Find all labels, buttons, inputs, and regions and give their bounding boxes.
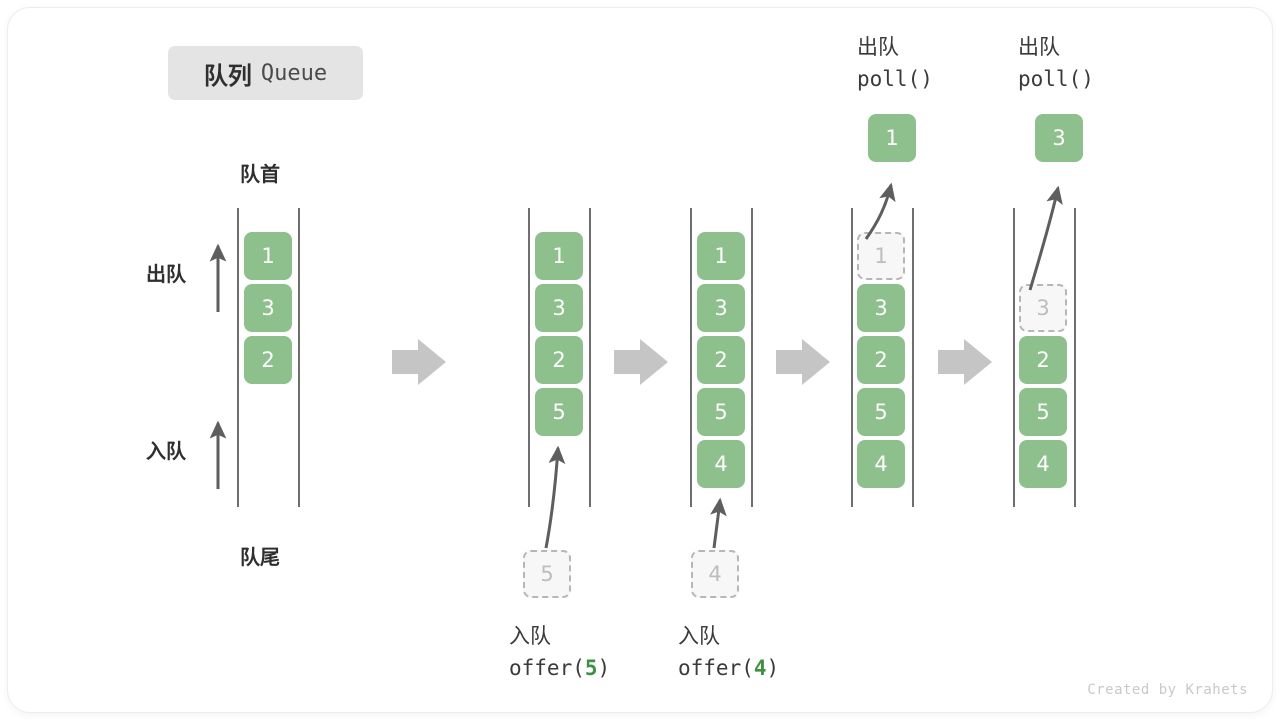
- queue-rail-left-4: [851, 208, 853, 507]
- queue-cell: 5: [857, 388, 905, 436]
- rear-label: 队尾: [240, 545, 280, 569]
- queue-cell: 3: [697, 284, 745, 332]
- title-en: Queue: [260, 60, 328, 86]
- queue-cell: 2: [857, 336, 905, 384]
- queue-rail-right-1: [298, 208, 300, 507]
- footer-credit: Created by Krahets: [1087, 682, 1248, 698]
- queue-rail-right-3: [751, 208, 753, 507]
- queue-rail-right-4: [912, 208, 914, 507]
- queue-cell: 1: [535, 232, 583, 280]
- queue-cell: 1: [244, 232, 292, 280]
- queue-cell: 2: [1019, 336, 1067, 384]
- caption-arg: 5: [584, 656, 598, 680]
- queue-cell: 3: [857, 284, 905, 332]
- queue-rail-left-1: [237, 208, 239, 507]
- stage-caption-code: poll(): [1018, 67, 1094, 91]
- incoming-element-ghost: 5: [523, 550, 571, 598]
- caption-arg: 4: [753, 656, 767, 680]
- queue-rail-left-5: [1013, 208, 1015, 507]
- front-label: 队首: [240, 162, 280, 186]
- stage-caption-code: offer(5): [509, 656, 611, 680]
- queue-cell: 2: [535, 336, 583, 384]
- queue-cell-removed: 3: [1019, 284, 1067, 332]
- dequeue-label: 出队: [146, 262, 186, 286]
- stage-caption-code: poll(): [857, 67, 933, 91]
- queue-cell: 3: [535, 284, 583, 332]
- diagram-card: [8, 8, 1272, 712]
- queue-cell-new: 4: [697, 440, 745, 488]
- stage-caption-code: offer(4): [678, 656, 780, 680]
- title-cn: 队列: [203, 61, 252, 90]
- queue-cell: 5: [697, 388, 745, 436]
- incoming-element-ghost: 4: [691, 550, 739, 598]
- enqueue-label: 入队: [146, 439, 186, 463]
- queue-cell: 2: [697, 336, 745, 384]
- popped-element: 1: [868, 114, 916, 162]
- stage-caption-cn: 入队: [509, 624, 551, 648]
- queue-rail-right-2: [589, 208, 591, 507]
- queue-rail-left-2: [528, 208, 530, 507]
- queue-cell-new: 5: [535, 388, 583, 436]
- stage-caption-cn: 出队: [857, 35, 899, 59]
- queue-cell: 4: [857, 440, 905, 488]
- diagram-title-chip: 队列 Queue: [168, 46, 363, 100]
- queue-cell: 5: [1019, 388, 1067, 436]
- queue-cell: 3: [244, 284, 292, 332]
- popped-element: 3: [1035, 114, 1083, 162]
- queue-cell: 2: [244, 336, 292, 384]
- queue-cell: 1: [697, 232, 745, 280]
- stage-caption-cn: 入队: [678, 624, 720, 648]
- queue-rail-left-3: [690, 208, 692, 507]
- queue-cell-removed: 1: [857, 232, 905, 280]
- queue-rail-right-5: [1074, 208, 1076, 507]
- queue-cell: 4: [1019, 440, 1067, 488]
- stage-caption-cn: 出队: [1018, 35, 1060, 59]
